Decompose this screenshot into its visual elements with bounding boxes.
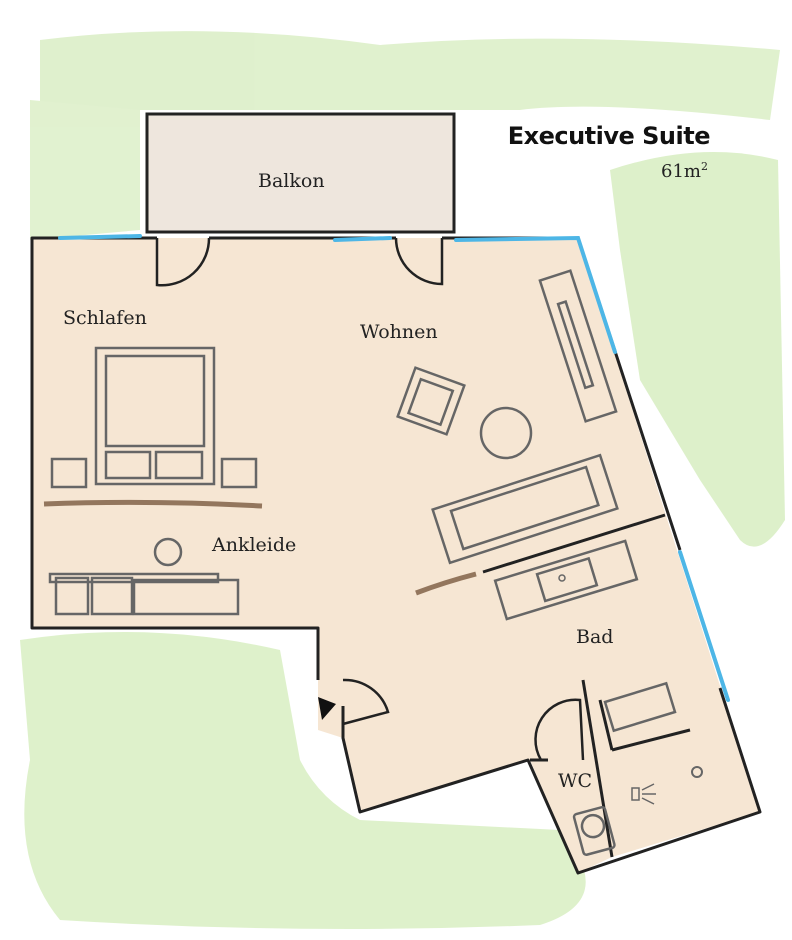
room-label-ankleide: Ankleide <box>212 534 297 556</box>
wardrobe <box>48 572 240 616</box>
shower-drain <box>691 766 703 778</box>
room-label-bad: Bad <box>576 626 614 648</box>
door-wc <box>534 698 585 761</box>
suite-title: Executive Suite <box>507 122 711 150</box>
vanity <box>493 539 639 621</box>
divider-bedroom-dressing <box>43 499 263 509</box>
door-balcony-right <box>394 237 444 286</box>
room-label-balkon: Balkon <box>258 170 325 192</box>
armchair <box>396 366 466 436</box>
door-entrance <box>342 678 390 726</box>
bed <box>94 346 216 486</box>
doors <box>155 237 585 761</box>
coffee-table <box>479 406 533 460</box>
windows <box>58 234 730 702</box>
divider-living-bath <box>415 571 477 596</box>
bench <box>603 681 677 733</box>
sink-drain <box>558 574 566 582</box>
shower-head-icon <box>631 783 656 805</box>
room-label-wc: WC <box>558 770 593 792</box>
suite-area: 61m2 <box>560 160 708 182</box>
room-label-schlafen: Schlafen <box>63 307 147 329</box>
nightstand-right <box>220 457 258 489</box>
door-balcony-left <box>155 237 211 287</box>
grass-background <box>20 31 785 929</box>
nightstand-left <box>50 457 88 489</box>
entrance-arrow-icon <box>318 697 336 720</box>
balcony <box>145 112 456 234</box>
toilet <box>572 805 616 856</box>
sofa <box>431 453 619 565</box>
stool <box>153 537 183 567</box>
area-unit-exponent: 2 <box>701 160 708 173</box>
tv-sideboard <box>538 269 618 423</box>
area-value: 61m <box>661 161 701 182</box>
room-label-wohnen: Wohnen <box>360 321 438 343</box>
